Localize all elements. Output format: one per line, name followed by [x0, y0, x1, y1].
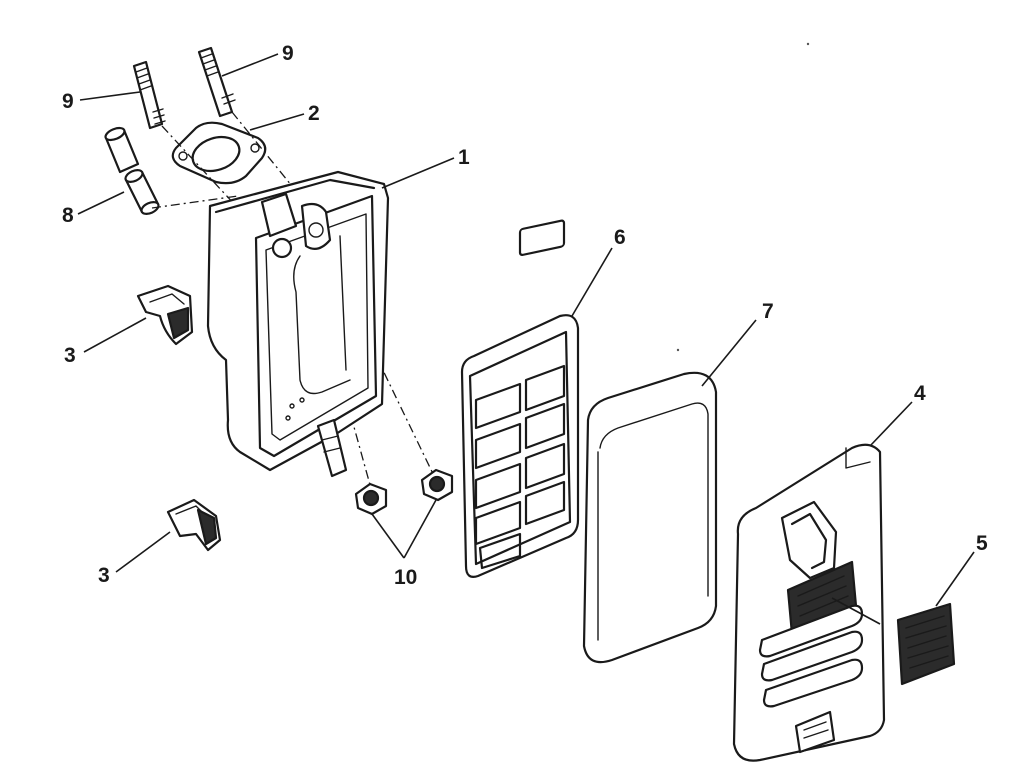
scan-speck [676, 348, 680, 352]
part-2-gasket [171, 121, 267, 185]
part-3-clip-lower [166, 498, 222, 552]
callout-1: 1 [458, 146, 470, 169]
callout-3-lower: 3 [98, 564, 110, 587]
part-3-clip-upper [136, 284, 194, 346]
leader-lines [77, 53, 975, 625]
part-9-stud-left [132, 60, 166, 130]
part-1-housing [206, 170, 390, 478]
part-4-cover [732, 443, 886, 762]
part-8-pin-upper [104, 126, 140, 174]
callout-9-left: 9 [62, 90, 74, 113]
callout-8: 8 [62, 204, 74, 227]
callout-9-upper: 9 [282, 42, 294, 65]
callout-5: 5 [976, 532, 988, 555]
part-10-nut-left [354, 482, 388, 516]
scan-speck [806, 42, 810, 46]
part-10-nut-right [420, 468, 454, 502]
callout-2: 2 [308, 102, 320, 125]
part-7-filter [582, 371, 718, 664]
part-5-decal [896, 602, 956, 686]
callout-10: 10 [394, 566, 417, 589]
part-8-pin-lower [124, 169, 160, 215]
callout-3-upper: 3 [64, 344, 76, 367]
callout-4: 4 [914, 382, 926, 405]
part-6-frame [460, 219, 580, 578]
part-9-stud-right [197, 46, 236, 118]
callout-6: 6 [614, 226, 626, 249]
callout-7: 7 [762, 300, 774, 323]
